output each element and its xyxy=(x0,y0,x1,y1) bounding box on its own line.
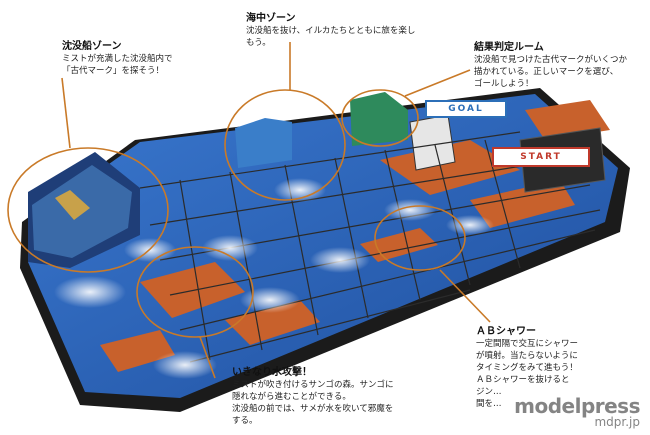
zone-desc-line: ＡＢシャワーを抜けると xyxy=(476,375,570,385)
zone-desc-line: 沈没船の前では、サメが水を吹いて邪魔を xyxy=(232,404,394,414)
zone-desc-line: 沈没船を抜け、イルカたちとともに旅を楽し xyxy=(246,26,416,36)
label-sea-zone: 海中ゾーン 沈没船を抜け、イルカたちとともに旅を楽し もう。 xyxy=(246,12,415,49)
zone-title: 沈没船ゾーン xyxy=(62,41,122,52)
label-shipwreck-zone: 沈没船ゾーン ミストが充満した沈没船内で 「古代マーク」を探そう！ xyxy=(62,40,173,77)
zone-desc-line: ミストが吹き付けるサンゴの森。サンゴに xyxy=(232,380,394,390)
zone-desc-line: ゴールしよう！ xyxy=(474,79,534,89)
mist-sprays xyxy=(54,178,494,379)
leader-lines xyxy=(7,42,491,379)
label-judge-room: 結果判定ルーム 沈没船で見つけた古代マークがいくつか 描かれている。正しいマーク… xyxy=(474,41,627,90)
zone-title: ＡＢシャワー xyxy=(476,326,536,337)
sea-zone-room xyxy=(235,118,292,168)
zone-desc-line: ミストが充満した沈没船内で xyxy=(62,54,173,64)
zone-desc-line: 隠れながら進むことができる。 xyxy=(232,392,351,402)
zone-desc-line: 一定間隔で交互にシャワー xyxy=(476,339,579,349)
label-coral-attack: いきなり水攻撃！ ミストが吹き付けるサンゴの森。サンゴに 隠れながら進むことがで… xyxy=(232,366,394,427)
zone-desc-line: 「古代マーク」を探そう！ xyxy=(62,66,165,76)
zone-desc-line: タイミングをみて進もう！ xyxy=(476,363,578,373)
goal-marker: GOAL xyxy=(425,100,507,118)
zone-desc-line: する。 xyxy=(232,416,258,426)
zone-desc-line: 沈没船で見つけた古代マークがいくつか xyxy=(474,55,628,65)
zone-desc-line: 描かれている。正しいマークを選び、 xyxy=(474,67,619,77)
watermark-line2: mdpr.jp xyxy=(594,415,640,429)
watermark-line1: modelpress xyxy=(514,394,640,418)
zone-desc-line: もう。 xyxy=(246,38,271,48)
zone-title: いきなり水攻撃！ xyxy=(232,367,312,378)
zone-title: 結果判定ルーム xyxy=(474,42,544,53)
zone-title: 海中ゾーン xyxy=(246,13,296,24)
label-ab-shower: ＡＢシャワー 一定間隔で交互にシャワー が噴射。当たらないように タイミングをみ… xyxy=(476,325,578,410)
watermark: modelpress mdpr.jp xyxy=(514,396,640,429)
zone-desc-line: が噴射。当たらないように xyxy=(476,351,578,361)
zone-desc-line: 間を… xyxy=(476,399,502,409)
start-marker: START xyxy=(492,147,590,167)
zone-desc-line: ジン… xyxy=(476,387,502,397)
